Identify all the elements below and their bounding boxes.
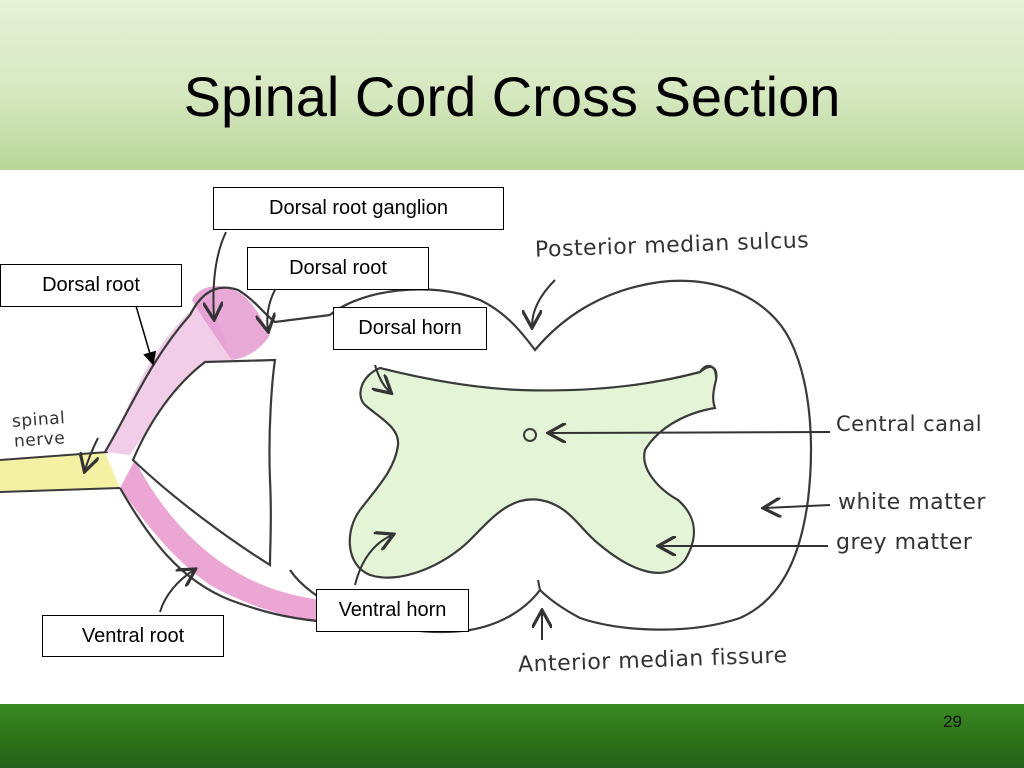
central-canal: [523, 428, 537, 442]
white-matter-arrow: [765, 505, 831, 508]
slide-header: Spinal Cord Cross Section: [0, 0, 1024, 170]
ventral-horn-label: Ventral horn: [316, 589, 469, 632]
ventral-root-arrow: [159, 570, 194, 613]
dorsal-root-ganglion-label: Dorsal root ganglion: [213, 187, 504, 230]
ventral-root-label: Ventral root: [42, 615, 224, 657]
ganglion-arrow: [213, 231, 227, 318]
grey-matter-label: grey matter: [836, 530, 973, 555]
grey-matter: [348, 365, 718, 579]
central-canal-label: Central canal: [836, 412, 983, 436]
posterior-sulcus-arrow: [532, 279, 556, 326]
dorsal-root-left-label: Dorsal root: [0, 264, 182, 307]
spinal-nerve-label-line2: nerve: [13, 428, 66, 452]
dorsal-root-left-arrow: [135, 305, 157, 366]
slide-footer: 29: [0, 704, 1024, 768]
dorsal-horn-arrow: [375, 364, 390, 392]
spinal-nerve-arrow: [85, 437, 98, 470]
dorsal-horn-label: Dorsal horn: [333, 307, 487, 350]
ventral-root: [120, 460, 320, 622]
dorsal-root-top-label: Dorsal root: [247, 247, 429, 290]
slide-number: 29: [943, 712, 962, 731]
slide-title: Spinal Cord Cross Section: [183, 65, 841, 128]
spinal-cord-diagram: [0, 231, 831, 640]
white-matter-label: white matter: [838, 490, 986, 515]
central-canal-arrow: [550, 432, 831, 433]
dorsal-root-top-arrow: [267, 289, 275, 330]
white-matter-outline: [289, 279, 813, 634]
ventral-horn-arrow: [354, 535, 392, 586]
dorsal-root: [105, 298, 232, 455]
